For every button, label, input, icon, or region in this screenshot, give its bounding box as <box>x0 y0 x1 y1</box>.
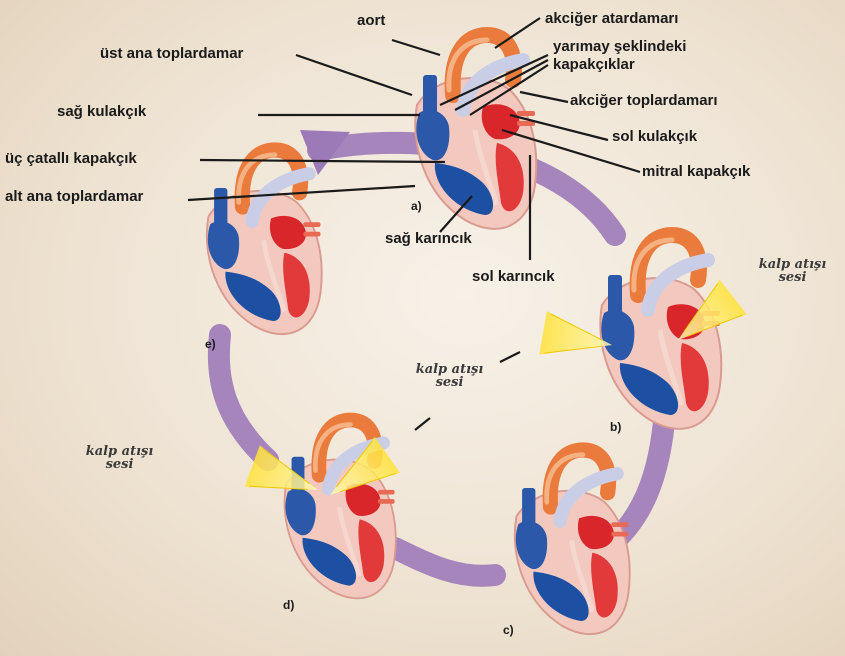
label-inferior-vena-cava: alt ana toplardamar <box>5 188 143 205</box>
label-mitral-valve: mitral kapakçık <box>642 163 750 180</box>
heart-sound-line2: sesi <box>745 271 840 284</box>
label-pulmonary-artery: akciğer atardamarı <box>545 10 678 27</box>
heart-a <box>415 35 536 229</box>
heart-sound-label-d: kalp atışı sesi <box>72 445 167 471</box>
label-right-atrium: sağ kulakçık <box>57 103 146 120</box>
step-label-e: e) <box>205 337 216 351</box>
label-right-ventricle: sağ karıncık <box>385 230 472 247</box>
step-label-a: a) <box>411 199 422 213</box>
step-label-c: c) <box>503 623 514 637</box>
heart-sound-label-center: kalp atışı sesi <box>402 363 497 389</box>
label-semilunar-valves-line1: yarımay şeklindeki <box>553 38 686 55</box>
heart-sound-line2: sesi <box>72 458 167 471</box>
label-left-ventricle: sol karıncık <box>472 268 555 285</box>
label-tricuspid-valve: üç çatallı kapakçık <box>5 150 137 167</box>
step-label-d: d) <box>283 598 294 612</box>
step-label-b: b) <box>610 420 621 434</box>
label-semilunar-valves-line2: kapakçıklar <box>553 56 635 73</box>
heart-c <box>515 450 630 634</box>
heart-b <box>600 235 721 429</box>
heart-sound-line2: sesi <box>402 376 497 389</box>
label-aorta: aort <box>357 12 385 29</box>
label-left-atrium: sol kulakçık <box>612 128 697 145</box>
heart-e <box>207 150 322 334</box>
label-pulmonary-veins: akciğer toplardamarı <box>570 92 718 109</box>
label-superior-vena-cava: üst ana toplardamar <box>100 45 243 62</box>
heart-sound-label-b: kalp atışı sesi <box>745 258 840 284</box>
